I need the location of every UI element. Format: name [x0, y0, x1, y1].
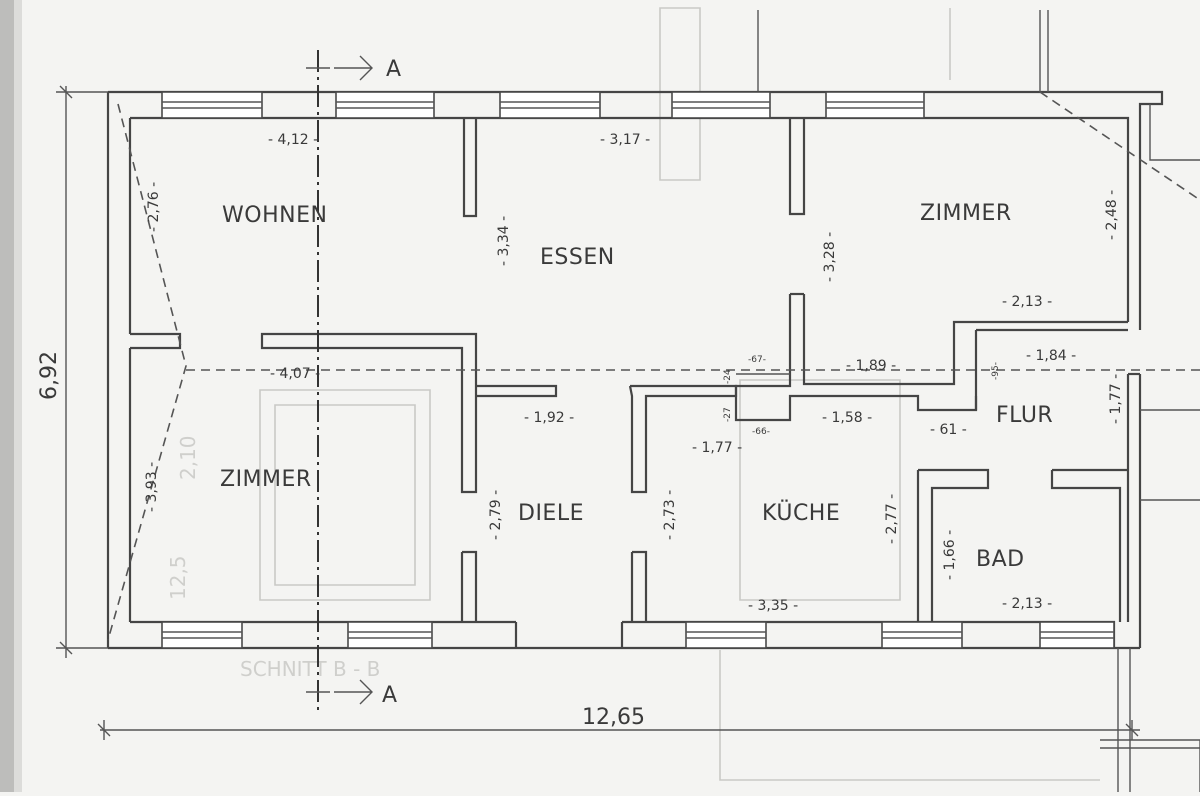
paper-edge-shadow	[0, 0, 14, 792]
dim-label: - 1,77 -	[1108, 374, 1124, 424]
ghost-dim-label-2: 12,5	[166, 555, 190, 600]
dim-label: - 3,17 -	[600, 132, 650, 148]
dim-label: - 2,77 -	[884, 494, 900, 544]
overall-dimensions: 6,92 12,65	[37, 85, 1140, 740]
interior-walls	[130, 118, 1140, 648]
dim-label: - 61 -	[930, 422, 967, 438]
paper-edge-shadow-soft	[14, 0, 22, 792]
overall-width: 12,65	[582, 705, 645, 730]
dim-label: - 4,12 -	[268, 132, 318, 148]
outer-walls	[106, 10, 1200, 792]
dim-label: - 3,28 -	[822, 232, 838, 282]
dim-label: - 2,13 -	[1002, 596, 1052, 612]
windows-top	[161, 91, 925, 119]
dimension-labels: - 4,12 - - 3,17 - - 2,76 - - 3,34 - - 3,…	[144, 132, 1124, 614]
room-essen: ESSEN	[540, 245, 615, 270]
room-zimmer-left: ZIMMER	[220, 467, 312, 492]
dim-label: - 3,35 -	[748, 598, 798, 614]
dim-label: - 1,89 -	[846, 358, 896, 374]
dim-label: - 1,92 -	[524, 410, 574, 426]
dim-label-small: -66-	[752, 427, 770, 437]
room-zimmer-right: ZIMMER	[920, 201, 1012, 226]
overall-height: 6,92	[37, 351, 62, 400]
dim-label: - 2,48 -	[1104, 190, 1120, 240]
dim-label-small: -95-	[991, 362, 1001, 380]
dim-label: - 1,66 -	[942, 530, 958, 580]
room-flur: FLUR	[996, 403, 1053, 428]
room-kueche: KÜCHE	[762, 500, 840, 526]
dim-label: - 4,07 -	[270, 366, 320, 382]
dim-label-small: -27	[723, 407, 733, 422]
dim-label: - 2,76 -	[146, 182, 162, 232]
section-marker-bottom: A	[382, 683, 398, 708]
dim-label: - 3,34 -	[496, 216, 512, 266]
dashed-lines	[107, 91, 1200, 641]
room-wohnen: WOHNEN	[222, 203, 327, 228]
windows-bottom	[161, 621, 1115, 649]
ghost-dim-label: 2,10	[176, 435, 200, 480]
room-diele: DIELE	[518, 501, 584, 526]
dim-label-small: -67-	[748, 355, 766, 365]
dim-label-small: -24	[723, 369, 733, 384]
room-bad: BAD	[976, 547, 1025, 572]
section-line-a-a: A A	[306, 50, 402, 712]
ghost-section-label: SCHNITT B - B	[240, 657, 380, 681]
section-marker-top: A	[386, 57, 402, 82]
dim-label: - 2,73 -	[662, 490, 678, 540]
dim-label: - 3,93 -	[144, 462, 160, 512]
dim-label: - 2,79 -	[488, 490, 504, 540]
background-ghost-drawing: SCHNITT B - B 2,10 12,5	[166, 7, 1100, 781]
dim-label: - 1,77 -	[692, 440, 742, 456]
room-labels: WOHNEN ESSEN ZIMMER ZIMMER DIELE KÜCHE F…	[220, 201, 1053, 572]
dim-label: - 1,58 -	[822, 410, 872, 426]
dim-label: - 1,84 -	[1026, 348, 1076, 364]
dim-label: - 2,13 -	[1002, 294, 1052, 310]
